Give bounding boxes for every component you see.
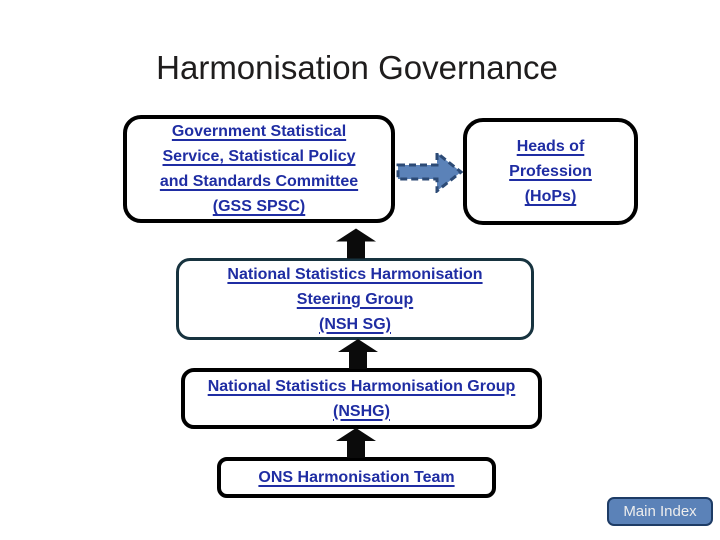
hops-link-line[interactable]: Profession xyxy=(509,163,592,180)
box-heads-of-profession[interactable]: Heads of Profession (HoPs) xyxy=(463,118,638,225)
arrow-ons-to-nshg-icon xyxy=(335,428,377,458)
arrow-nshg-to-nshsg-icon xyxy=(337,339,379,369)
gss-spsc-link-line[interactable]: Government Statistical xyxy=(171,123,347,140)
nshg-link-line[interactable]: (NSHG) xyxy=(333,402,390,420)
nsh-sg-link-line[interactable]: (NSH SG) xyxy=(319,315,391,333)
box-gss-spsc[interactable]: Government Statistical Service, Statisti… xyxy=(123,115,395,223)
ons-team-link-line[interactable]: ONS Harmonisation Team xyxy=(258,469,455,486)
box-nsh-steering-group[interactable]: National Statistics Harmonisation Steeri… xyxy=(176,258,534,340)
nsh-sg-link-line[interactable]: National Statistics Harmonisation xyxy=(227,265,483,283)
gss-spsc-link-line[interactable]: (GSS SPSC) xyxy=(212,198,306,215)
hops-link-line[interactable]: Heads of xyxy=(516,138,585,155)
main-index-button-label: Main Index xyxy=(623,503,697,520)
nsh-sg-link-line[interactable]: Steering Group xyxy=(296,290,414,308)
box-ons-harmonisation-team[interactable]: ONS Harmonisation Team xyxy=(217,457,496,498)
box-nsh-group[interactable]: National Statistics Harmonisation Group … xyxy=(181,368,542,429)
main-index-button[interactable]: Main Index xyxy=(607,497,713,526)
gss-spsc-link-line[interactable]: and Standards Committee xyxy=(159,173,359,190)
hops-link-line[interactable]: (HoPs) xyxy=(524,188,577,205)
nshg-link-line[interactable]: National Statistics Harmonisation Group xyxy=(207,377,516,395)
arrow-nshsg-to-gss-icon xyxy=(335,228,377,259)
arrow-gss-to-hops-icon xyxy=(396,151,463,193)
page-title: Harmonisation Governance xyxy=(156,49,558,86)
gss-spsc-link-line[interactable]: Service, Statistical Policy xyxy=(162,148,356,165)
